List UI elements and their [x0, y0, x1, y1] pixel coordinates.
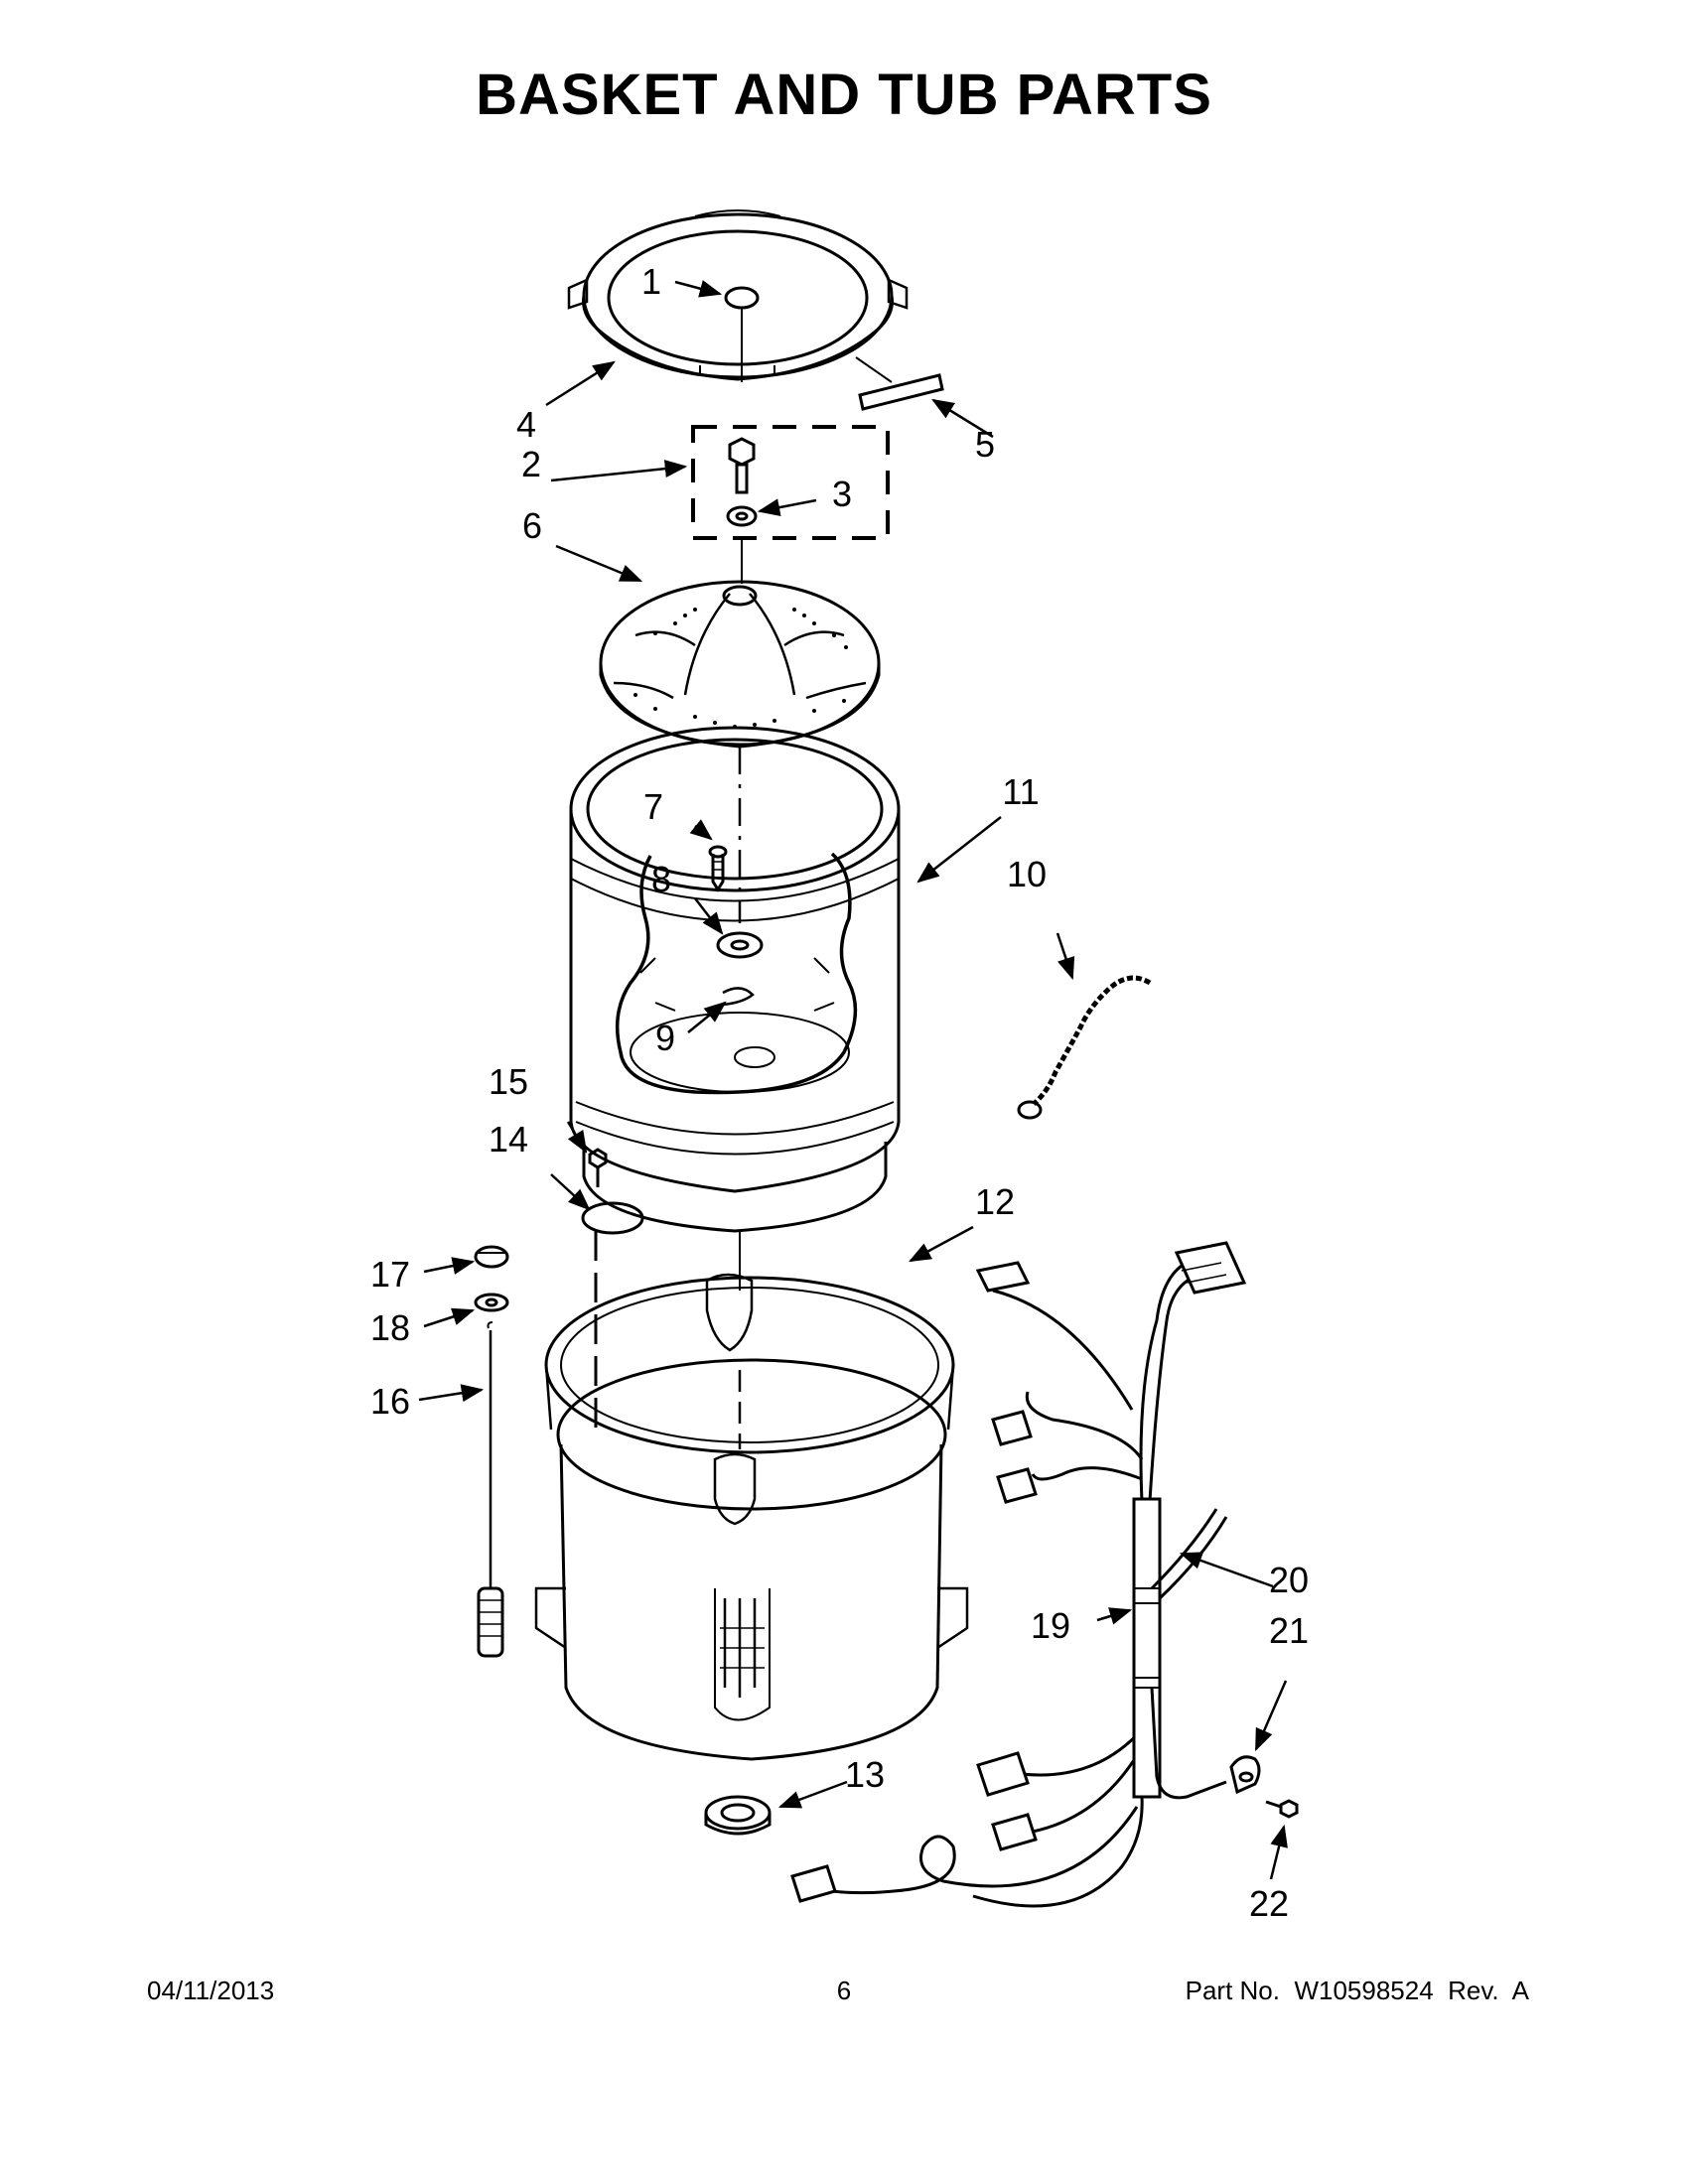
clamp-part [1229, 1755, 1261, 1795]
callout-15: 15 [489, 1061, 528, 1102]
page-title: BASKET AND TUB PARTS [476, 63, 1212, 127]
cap-part [724, 286, 760, 310]
callout-22: 22 [1249, 1883, 1289, 1924]
bolt-group-box [691, 425, 890, 540]
callout-13: 13 [845, 1754, 885, 1795]
screw-part [708, 845, 728, 892]
callout-6: 6 [522, 505, 542, 546]
callout-20: 20 [1269, 1560, 1309, 1600]
callout-21: 21 [1269, 1610, 1309, 1651]
outer-tub-part [534, 1273, 969, 1761]
footer-date: 04/11/2013 [147, 1976, 275, 2005]
callout-16: 16 [370, 1381, 410, 1422]
bolt-15-part [588, 1148, 608, 1187]
callout-1: 1 [641, 261, 661, 302]
bracket-14-part [581, 1201, 644, 1235]
tub-ring-part [567, 209, 909, 382]
callout-8: 8 [651, 859, 671, 899]
screw-22-part [1265, 1799, 1299, 1819]
callout-17: 17 [370, 1254, 410, 1295]
clip-part [722, 987, 755, 1007]
seal-strip-part [855, 356, 944, 411]
hose-part [1150, 1508, 1228, 1800]
bolt-part [728, 437, 756, 494]
impeller-part [599, 580, 881, 749]
callout-9: 9 [655, 1018, 675, 1058]
footer-page-number: 6 [836, 1976, 852, 2005]
washer-part [726, 505, 758, 527]
callout-14: 14 [489, 1119, 528, 1160]
callout-4: 4 [516, 404, 536, 445]
callout-12: 12 [975, 1181, 1015, 1222]
hub-part [716, 931, 764, 959]
callout-3: 3 [832, 474, 852, 514]
basket-part [569, 726, 901, 1233]
callout-2: 2 [521, 444, 541, 484]
suspension-washer-18-part [474, 1293, 509, 1312]
tub-seal-part [704, 1795, 772, 1836]
suspension-cap-17-part [474, 1245, 509, 1269]
callout-11: 11 [1002, 771, 1039, 812]
callout-18: 18 [370, 1307, 410, 1348]
suspension-rod-16-part [477, 1321, 504, 1658]
callout-5: 5 [975, 424, 995, 465]
footer-part-number: Part No. W10598524 Rev. A [1185, 1976, 1529, 2005]
callout-19: 19 [1031, 1605, 1070, 1646]
ground-wire-part [1017, 975, 1152, 1120]
leader-arrows [418, 280, 1288, 1880]
wire-harness-part [790, 1241, 1247, 1908]
callout-10: 10 [1007, 854, 1047, 894]
callout-7: 7 [643, 786, 663, 827]
